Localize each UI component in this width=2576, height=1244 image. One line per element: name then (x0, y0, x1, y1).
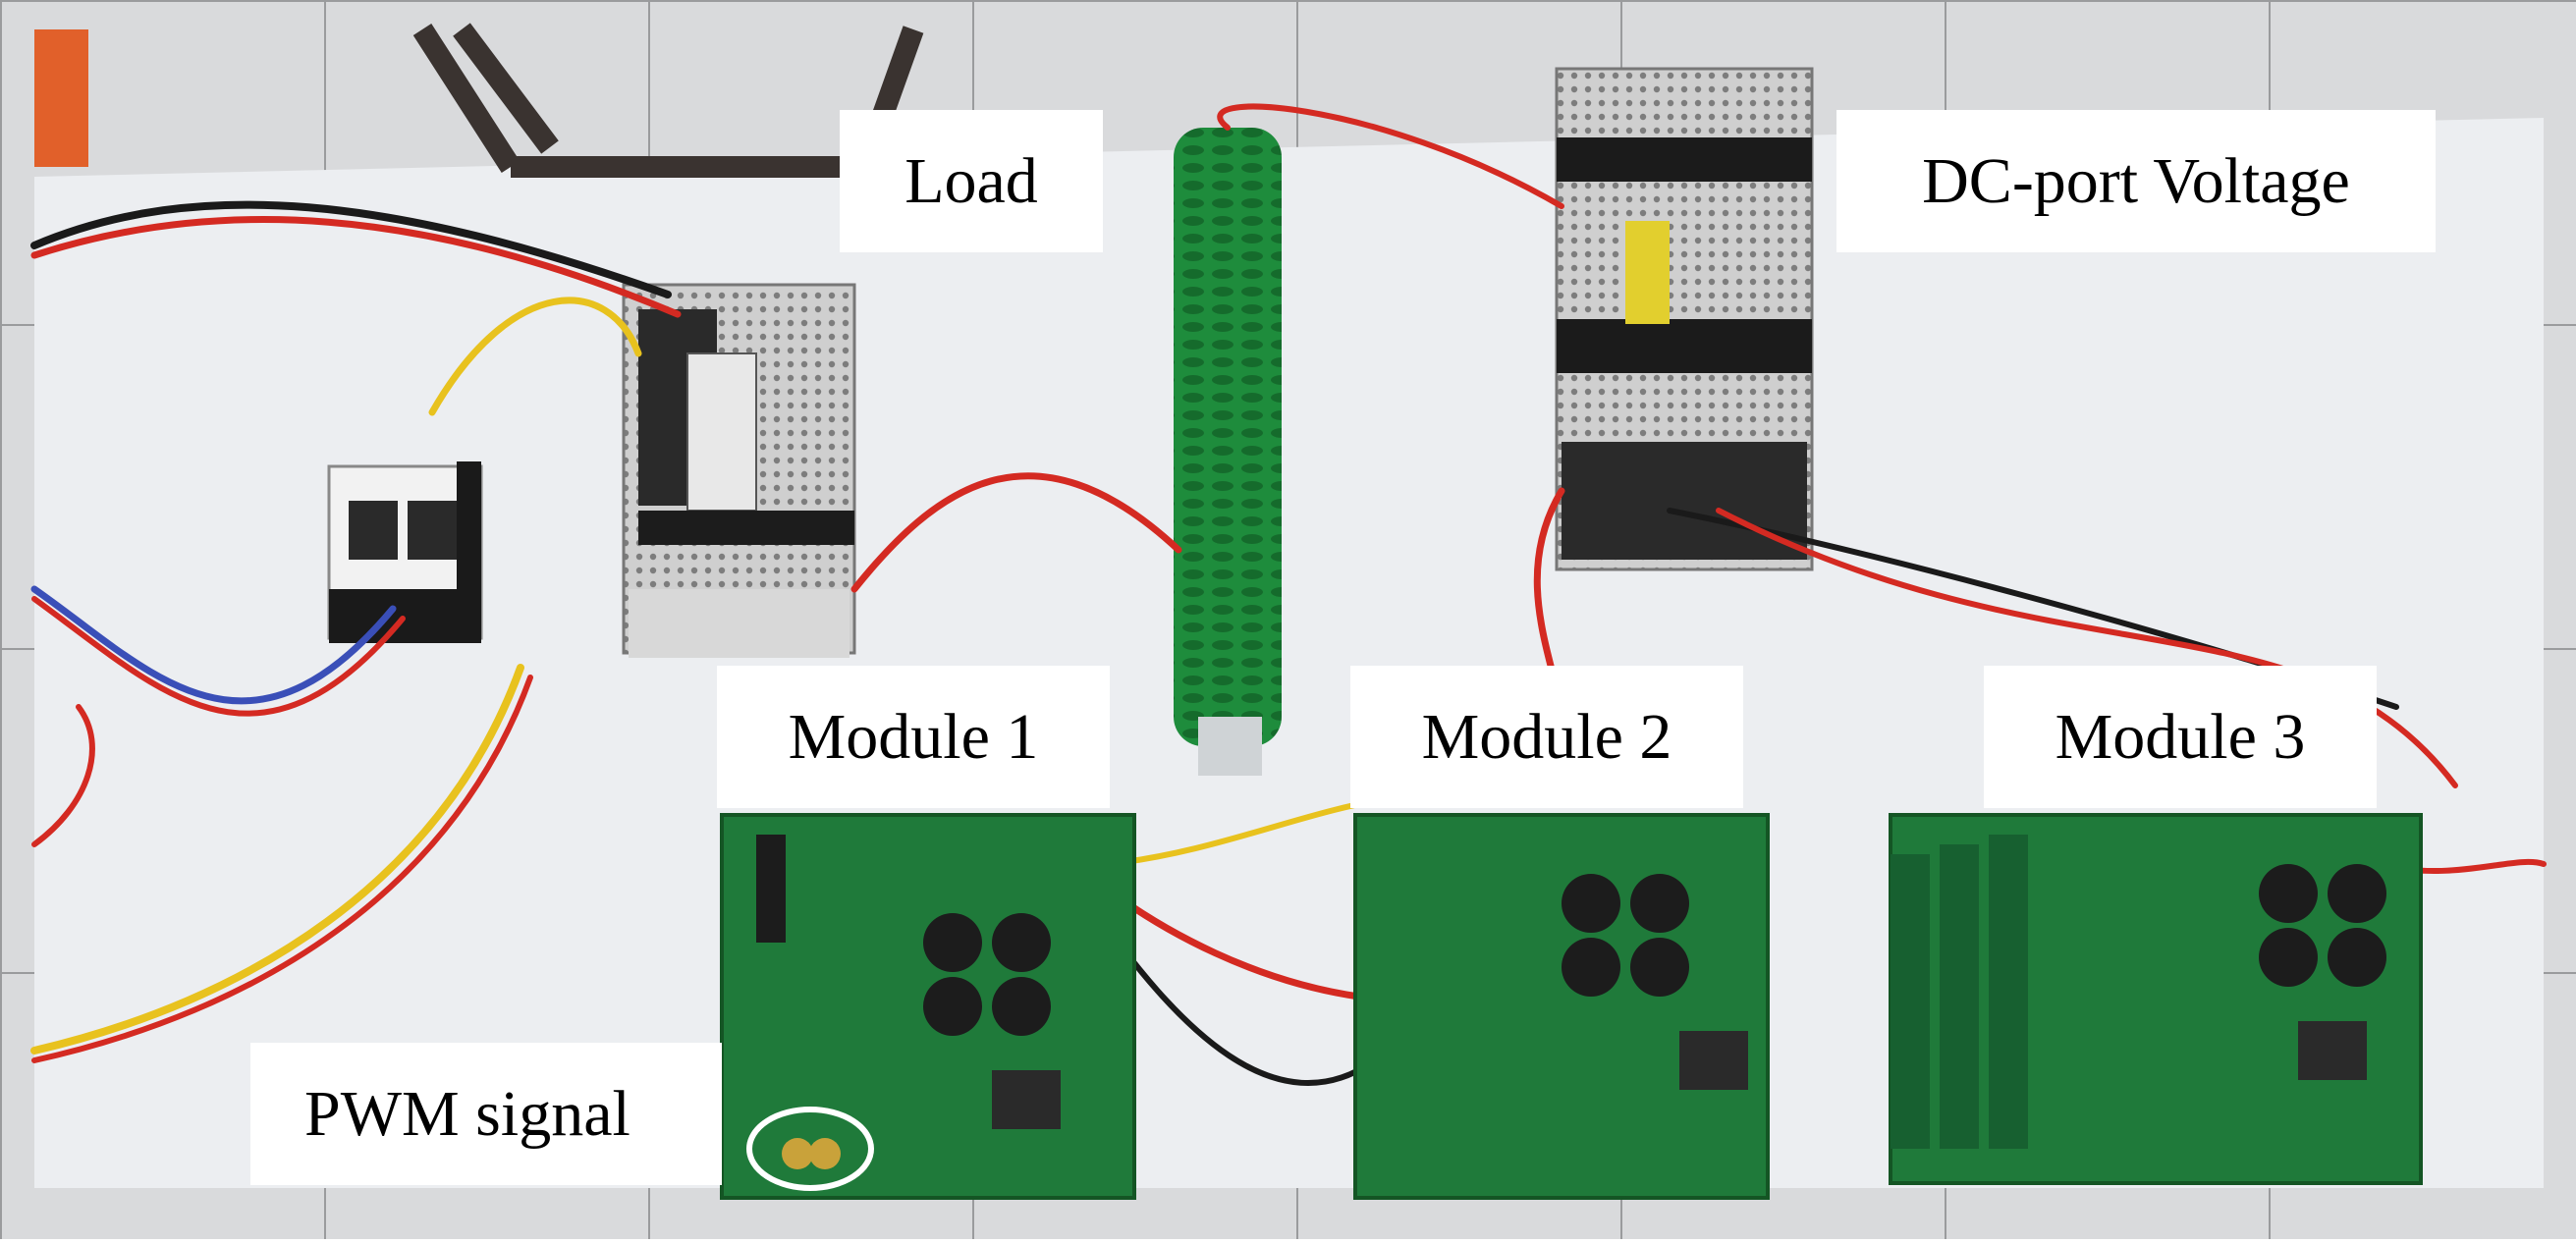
power-supply-left (622, 283, 856, 658)
circuit-breaker (327, 461, 483, 643)
module-3-board (1889, 813, 2423, 1185)
label-module-2: Module 2 (1350, 666, 1743, 808)
load-resistor (1174, 128, 1282, 776)
chair-frame (412, 23, 924, 178)
orange-corner (34, 29, 88, 167)
label-module-1: Module 1 (717, 666, 1110, 808)
power-supply-right (1555, 67, 1814, 571)
label-dc-port-voltage: DC-port Voltage (1836, 110, 2436, 252)
pwm-connectors (746, 1107, 874, 1191)
module-1-board (720, 813, 1136, 1200)
label-load: Load (840, 110, 1103, 252)
label-pwm-signal: PWM signal (250, 1043, 722, 1185)
label-module-3: Module 3 (1984, 666, 2377, 808)
pwm-highlight-circle (746, 1107, 874, 1191)
module-2-board (1353, 813, 1770, 1200)
